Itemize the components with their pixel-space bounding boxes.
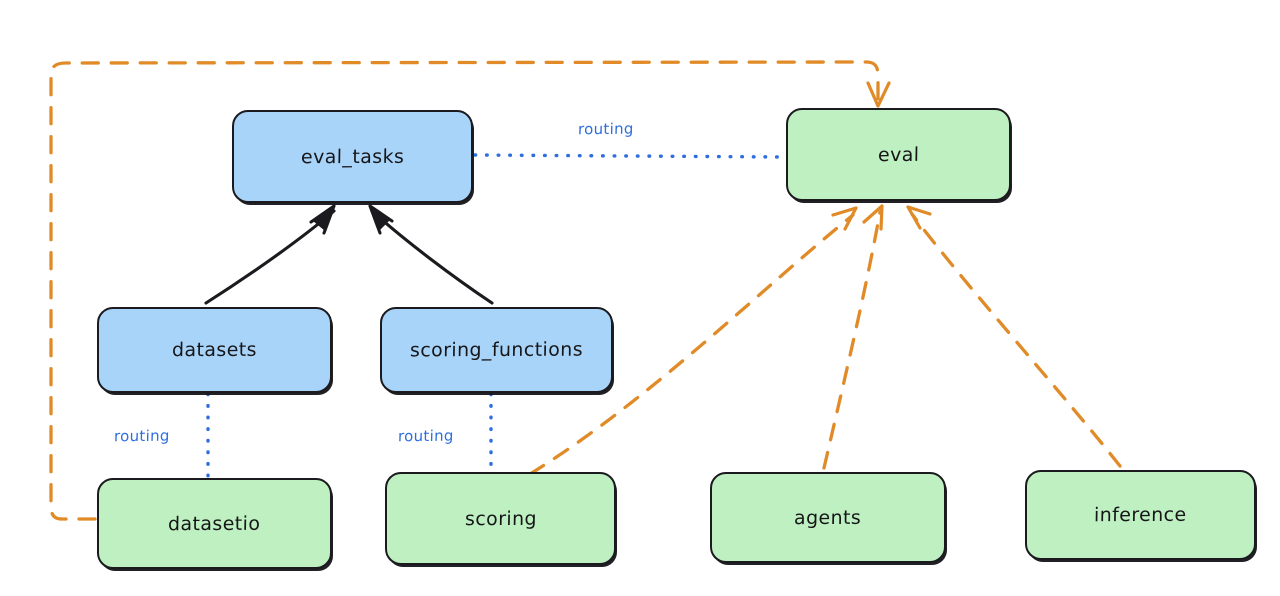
node-label-datasetio: datasetio bbox=[168, 512, 261, 535]
node-inference[interactable]: inference bbox=[1025, 470, 1256, 560]
node-agents[interactable]: agents bbox=[710, 472, 946, 563]
node-label-eval-tasks: eval_tasks bbox=[300, 145, 405, 168]
node-label-datasets: datasets bbox=[171, 338, 258, 362]
node-label-inference: inference bbox=[1094, 503, 1187, 527]
edge-label-routing-datasets-datasetio: routing bbox=[113, 426, 170, 446]
edge-label-routing-eval-tasks-eval: routing bbox=[577, 119, 634, 139]
node-scoring-functions[interactable]: scoring_functions bbox=[380, 307, 613, 393]
node-label-eval: eval bbox=[877, 143, 920, 166]
node-label-agents: agents bbox=[794, 506, 862, 529]
node-label-scoring: scoring bbox=[464, 507, 537, 530]
node-eval[interactable]: eval bbox=[786, 108, 1011, 201]
edge-agents-eval bbox=[822, 204, 884, 470]
edge-inference-eval bbox=[906, 205, 1122, 468]
node-eval-tasks[interactable]: eval_tasks bbox=[232, 110, 473, 203]
edge-scoring_functions-eval_tasks bbox=[368, 204, 494, 305]
node-datasets[interactable]: datasets bbox=[97, 307, 332, 393]
edge-eval_tasks-eval bbox=[473, 153, 786, 159]
node-label-scoring-functions: scoring_functions bbox=[409, 338, 584, 362]
edge-label-routing-scoring-functions-scoring: routing bbox=[397, 426, 454, 446]
edge-datasets-eval_tasks bbox=[204, 204, 336, 305]
node-datasetio[interactable]: datasetio bbox=[97, 478, 332, 569]
node-scoring[interactable]: scoring bbox=[385, 472, 616, 565]
